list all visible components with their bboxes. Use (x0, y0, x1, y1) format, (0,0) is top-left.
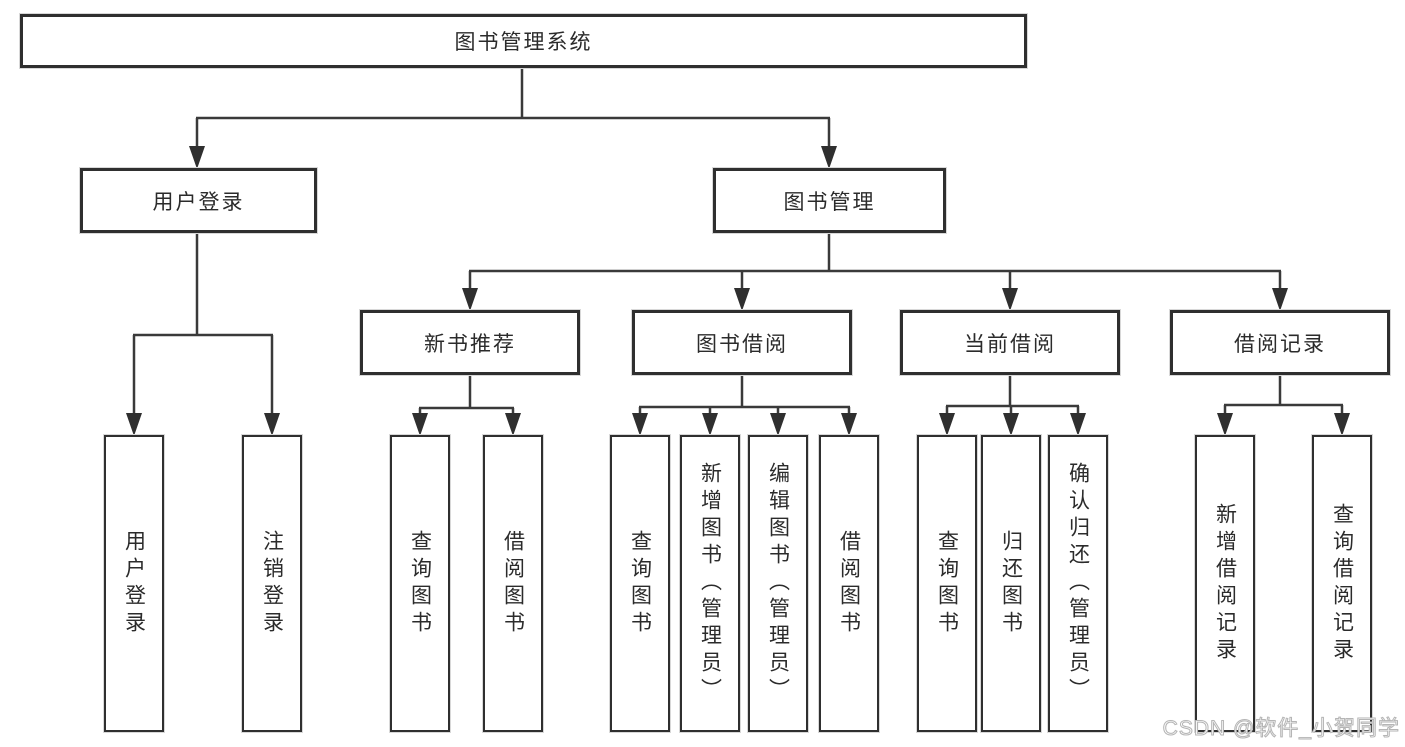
node-library-system: 图书管理系统 (20, 14, 1027, 68)
leaf-query-borrow-record: 查询借阅记录 (1312, 435, 1372, 732)
node-book-borrowing: 图书借阅 (632, 310, 852, 375)
node-label: 借阅记录 (1234, 332, 1326, 356)
node-label: 当前借阅 (964, 332, 1056, 356)
node-label: 用户登录 (152, 190, 245, 214)
node-new-book-recommend: 新书推荐 (360, 310, 580, 375)
node-label: 图书借阅 (696, 332, 788, 356)
leaf-query-books-borrowing: 查询图书 (610, 435, 670, 732)
leaf-logout: 注销登录 (242, 435, 302, 732)
leaf-user-login: 用户登录 (104, 435, 164, 732)
leaf-query-books-current: 查询图书 (917, 435, 977, 732)
node-label: 图书管理 (783, 190, 876, 214)
leaf-add-borrow-record: 新增借阅记录 (1195, 435, 1255, 732)
leaf-borrow-books-recommend: 借阅图书 (483, 435, 543, 732)
leaf-query-books-recommend: 查询图书 (390, 435, 450, 732)
leaf-confirm-return-admin: 确认归还（管理员） (1048, 435, 1108, 732)
node-label: 图书管理系统 (454, 31, 593, 54)
node-label: 新书推荐 (424, 332, 516, 356)
leaf-borrow-books-borrowing: 借阅图书 (819, 435, 879, 732)
node-borrowing-records: 借阅记录 (1170, 310, 1390, 375)
node-book-management: 图书管理 (713, 168, 946, 233)
node-user-login: 用户登录 (80, 168, 317, 233)
leaf-edit-book-admin: 编辑图书（管理员） (748, 435, 808, 732)
csdn-watermark: CSDN @软件_小贺同学 (1162, 717, 1400, 741)
leaf-add-book-admin: 新增图书（管理员） (680, 435, 740, 732)
node-current-borrowing: 当前借阅 (900, 310, 1120, 375)
leaf-return-books: 归还图书 (981, 435, 1041, 732)
